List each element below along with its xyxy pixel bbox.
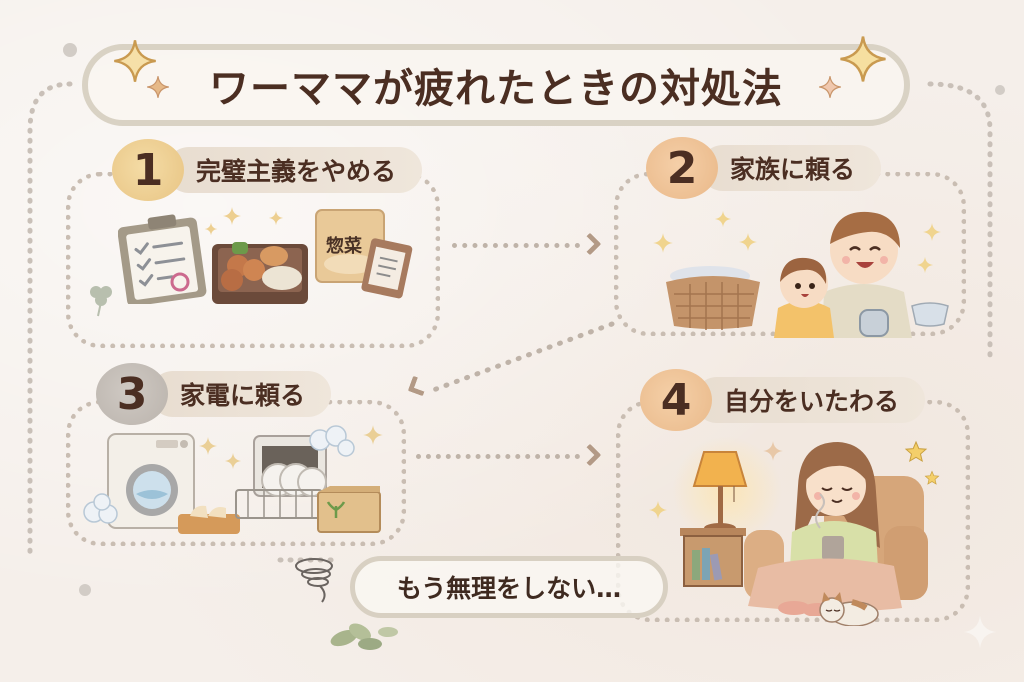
step-3-label: 家電に頼る <box>150 371 332 417</box>
sparkle-icon <box>204 222 218 236</box>
connector-1-to-2 <box>452 243 580 248</box>
step-2-label: 家族に頼る <box>700 145 882 191</box>
star-icon <box>924 470 940 485</box>
step-1-header: 1 完璧主義をやめる <box>112 139 423 201</box>
connector-2-to-3 <box>425 321 615 395</box>
woman-in-armchair-illustration <box>734 436 930 620</box>
checklist-clipboard-icon <box>117 212 210 308</box>
sparkle-icon <box>963 615 997 649</box>
step-2-header: 2 家族に頼る <box>646 137 882 199</box>
step-3-header: 3 家電に頼る <box>96 363 332 425</box>
footer-message-bubble: もう無理をしない… <box>350 556 668 618</box>
soap-bubbles-icon <box>309 425 355 457</box>
sparkle-icon <box>739 233 757 251</box>
sparkle-icon <box>649 501 667 519</box>
sparkle-icon <box>268 210 284 226</box>
sparkle-icon <box>923 223 941 241</box>
bread-icon <box>176 500 242 540</box>
delivery-box-icon <box>316 484 382 538</box>
swirl-icon <box>295 558 333 603</box>
step-4-label: 自分をいたわる <box>694 377 926 423</box>
side-table-with-books-icon <box>678 526 748 594</box>
soap-bubbles-icon <box>83 493 118 524</box>
title-banner: ワーママが疲れたときの対処法 <box>82 44 910 126</box>
sparkle-icon <box>223 207 241 225</box>
sparkle-icon <box>840 36 886 82</box>
sparkle-icon <box>224 452 242 470</box>
sparkle-icon <box>714 210 732 228</box>
step-2-number-badge: 2 <box>646 137 718 199</box>
sparkle-icon <box>147 76 169 98</box>
step-4-number-badge: 4 <box>640 369 712 431</box>
sparkle-icon <box>653 233 673 253</box>
cat-icon <box>816 590 880 630</box>
sparkle-icon <box>916 256 934 274</box>
sparkle-icon <box>363 425 383 445</box>
sparkle-icon <box>819 76 841 98</box>
sparkle-icon <box>114 40 156 82</box>
step-1-number-badge: 1 <box>112 139 184 201</box>
bento-box-icon <box>208 236 312 312</box>
sparkle-icon <box>763 441 783 461</box>
dishwasher-icon <box>234 434 334 528</box>
child-and-father-illustration <box>764 204 924 342</box>
prepared-food-pack-icon <box>314 208 414 304</box>
connector-3-to-4 <box>416 454 580 459</box>
prepared-food-label: 惣菜 <box>326 236 362 257</box>
footer-message: もう無理をしない… <box>396 574 622 603</box>
clover-icon <box>90 286 112 317</box>
step-1-label: 完璧主義をやめる <box>166 147 423 193</box>
star-icon <box>904 440 928 463</box>
leaves-icon <box>330 623 398 650</box>
laundry-basket-icon <box>660 262 766 336</box>
step-4-header: 4 自分をいたわる <box>640 369 926 431</box>
bowl-icon <box>910 298 950 332</box>
page-title: ワーママが疲れたときの対処法 <box>209 66 783 112</box>
sparkle-icon <box>199 437 217 455</box>
washing-machine-icon <box>106 432 196 534</box>
step-3-number-badge: 3 <box>96 363 168 425</box>
